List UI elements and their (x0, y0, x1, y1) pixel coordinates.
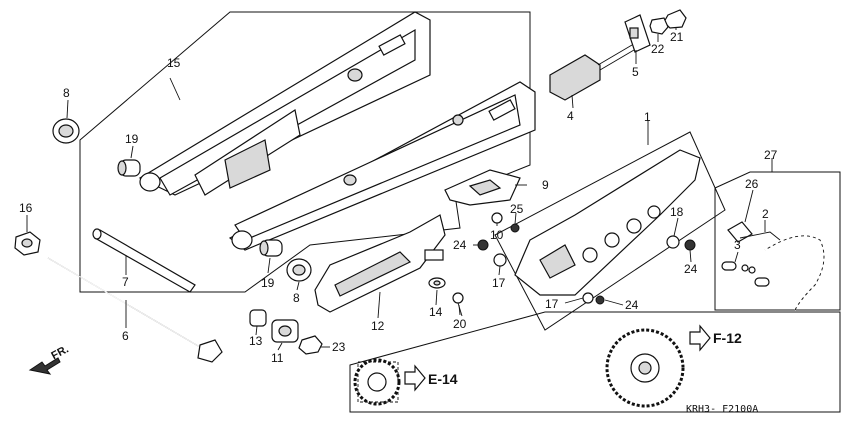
chain-group-frame (714, 171, 841, 311)
washer-18 (666, 235, 680, 249)
washer-17-a (493, 253, 507, 267)
collar-upper (117, 159, 141, 177)
callout-2: 2 (762, 207, 769, 221)
bearing-upper (52, 118, 80, 144)
callout-19-lower: 19 (261, 276, 275, 290)
callout-18: 18 (670, 205, 684, 219)
callout-3: 3 (734, 238, 741, 252)
callout-17-a: 17 (492, 276, 506, 290)
callout-7: 7 (122, 275, 129, 289)
callout-14: 13 (249, 334, 263, 348)
guide-screw (452, 292, 464, 317)
drive-sprocket (353, 358, 401, 406)
callout-24-c: 24 (625, 298, 639, 312)
callout-26: 26 (745, 177, 759, 191)
chain-guide (314, 214, 446, 313)
callout-6: 6 (122, 329, 129, 343)
pivot-collar (92, 228, 196, 293)
collar-lower (259, 239, 283, 257)
callout-17-b: 17 (545, 297, 559, 311)
callout-8-upper: 8 (63, 86, 70, 100)
bolt-24-a (477, 239, 489, 251)
bolt-24-b (684, 239, 696, 251)
callout-8-lower: 8 (293, 291, 300, 305)
callout-21: 21 (670, 30, 684, 44)
callout-10: 10 (490, 228, 504, 242)
collar-nut (298, 335, 323, 355)
reference-f12: F-12 (713, 330, 742, 346)
collar-14 (249, 309, 267, 327)
front-direction-arrow (28, 357, 61, 375)
swingarm-group-frame (79, 11, 531, 293)
guide-clip (428, 277, 446, 289)
bolt-24-c (595, 295, 605, 305)
callout-15: 15 (167, 56, 181, 70)
callout-27: 27 (764, 148, 778, 162)
callout-20: 20 (453, 317, 467, 331)
drive-group-frame (349, 311, 841, 413)
callout-4: 4 (567, 109, 574, 123)
callout-19-upper: 19 (125, 132, 139, 146)
callout-22: 22 (651, 42, 665, 56)
diagram-code: KRH3- F2100A (686, 404, 758, 415)
adjuster-plate (624, 14, 651, 53)
callout-24-a: 24 (453, 238, 467, 252)
callout-9: 9 (542, 178, 549, 192)
callout-24-b: 24 (684, 262, 698, 276)
drive-chain (764, 234, 825, 311)
chain-guard-group-frame (494, 131, 726, 331)
e14-reference-arrow (404, 364, 426, 392)
bolt-25 (510, 223, 520, 233)
f12-reference-arrow (689, 324, 711, 352)
chain-adjuster (549, 44, 635, 101)
washer-17-b (582, 292, 594, 304)
master-link (721, 261, 770, 287)
callout-1: 1 (644, 110, 651, 124)
chain-guard (514, 149, 701, 296)
callout-16: 16 (19, 201, 33, 215)
callout-25: 25 (510, 202, 524, 216)
driven-sprocket (605, 328, 685, 408)
collar-13 (271, 319, 299, 343)
leader-lines (26, 28, 781, 351)
bolt-10 (491, 212, 503, 224)
callout-5: 5 (632, 65, 639, 79)
callout-23: 23 (332, 340, 346, 354)
pivot-bolt (47, 257, 223, 363)
reference-e14: E-14 (428, 371, 458, 387)
callout-labels: 15 8 19 16 7 6 19 8 12 14 20 13 11 23 4 … (19, 30, 778, 365)
adjuster-nut (649, 17, 669, 35)
callout-12: 14 (429, 305, 443, 319)
pivot-nut (14, 231, 41, 256)
callout-11: 12 (371, 319, 385, 333)
callout-13: 11 (271, 351, 284, 365)
bearing-lower (286, 258, 312, 282)
swingarm (138, 11, 536, 251)
chain-slider (444, 169, 521, 206)
front-direction-label: FR. (49, 343, 70, 362)
